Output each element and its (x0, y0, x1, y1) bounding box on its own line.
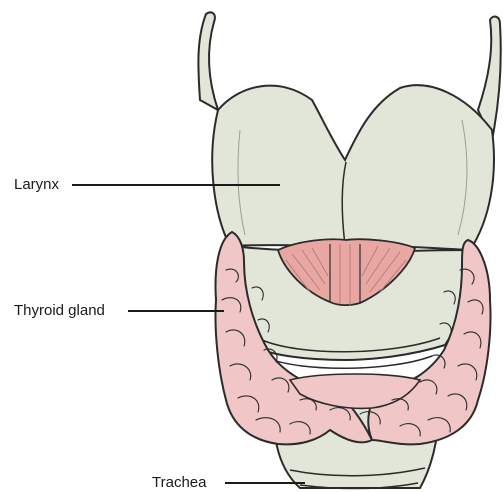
thyroid-gland-label: Thyroid gland (14, 302, 105, 320)
trachea-label: Trachea (152, 474, 206, 492)
larynx-label: Larynx (14, 176, 59, 194)
larynx-cartilage (212, 85, 494, 250)
left-superior-horn (198, 12, 218, 110)
